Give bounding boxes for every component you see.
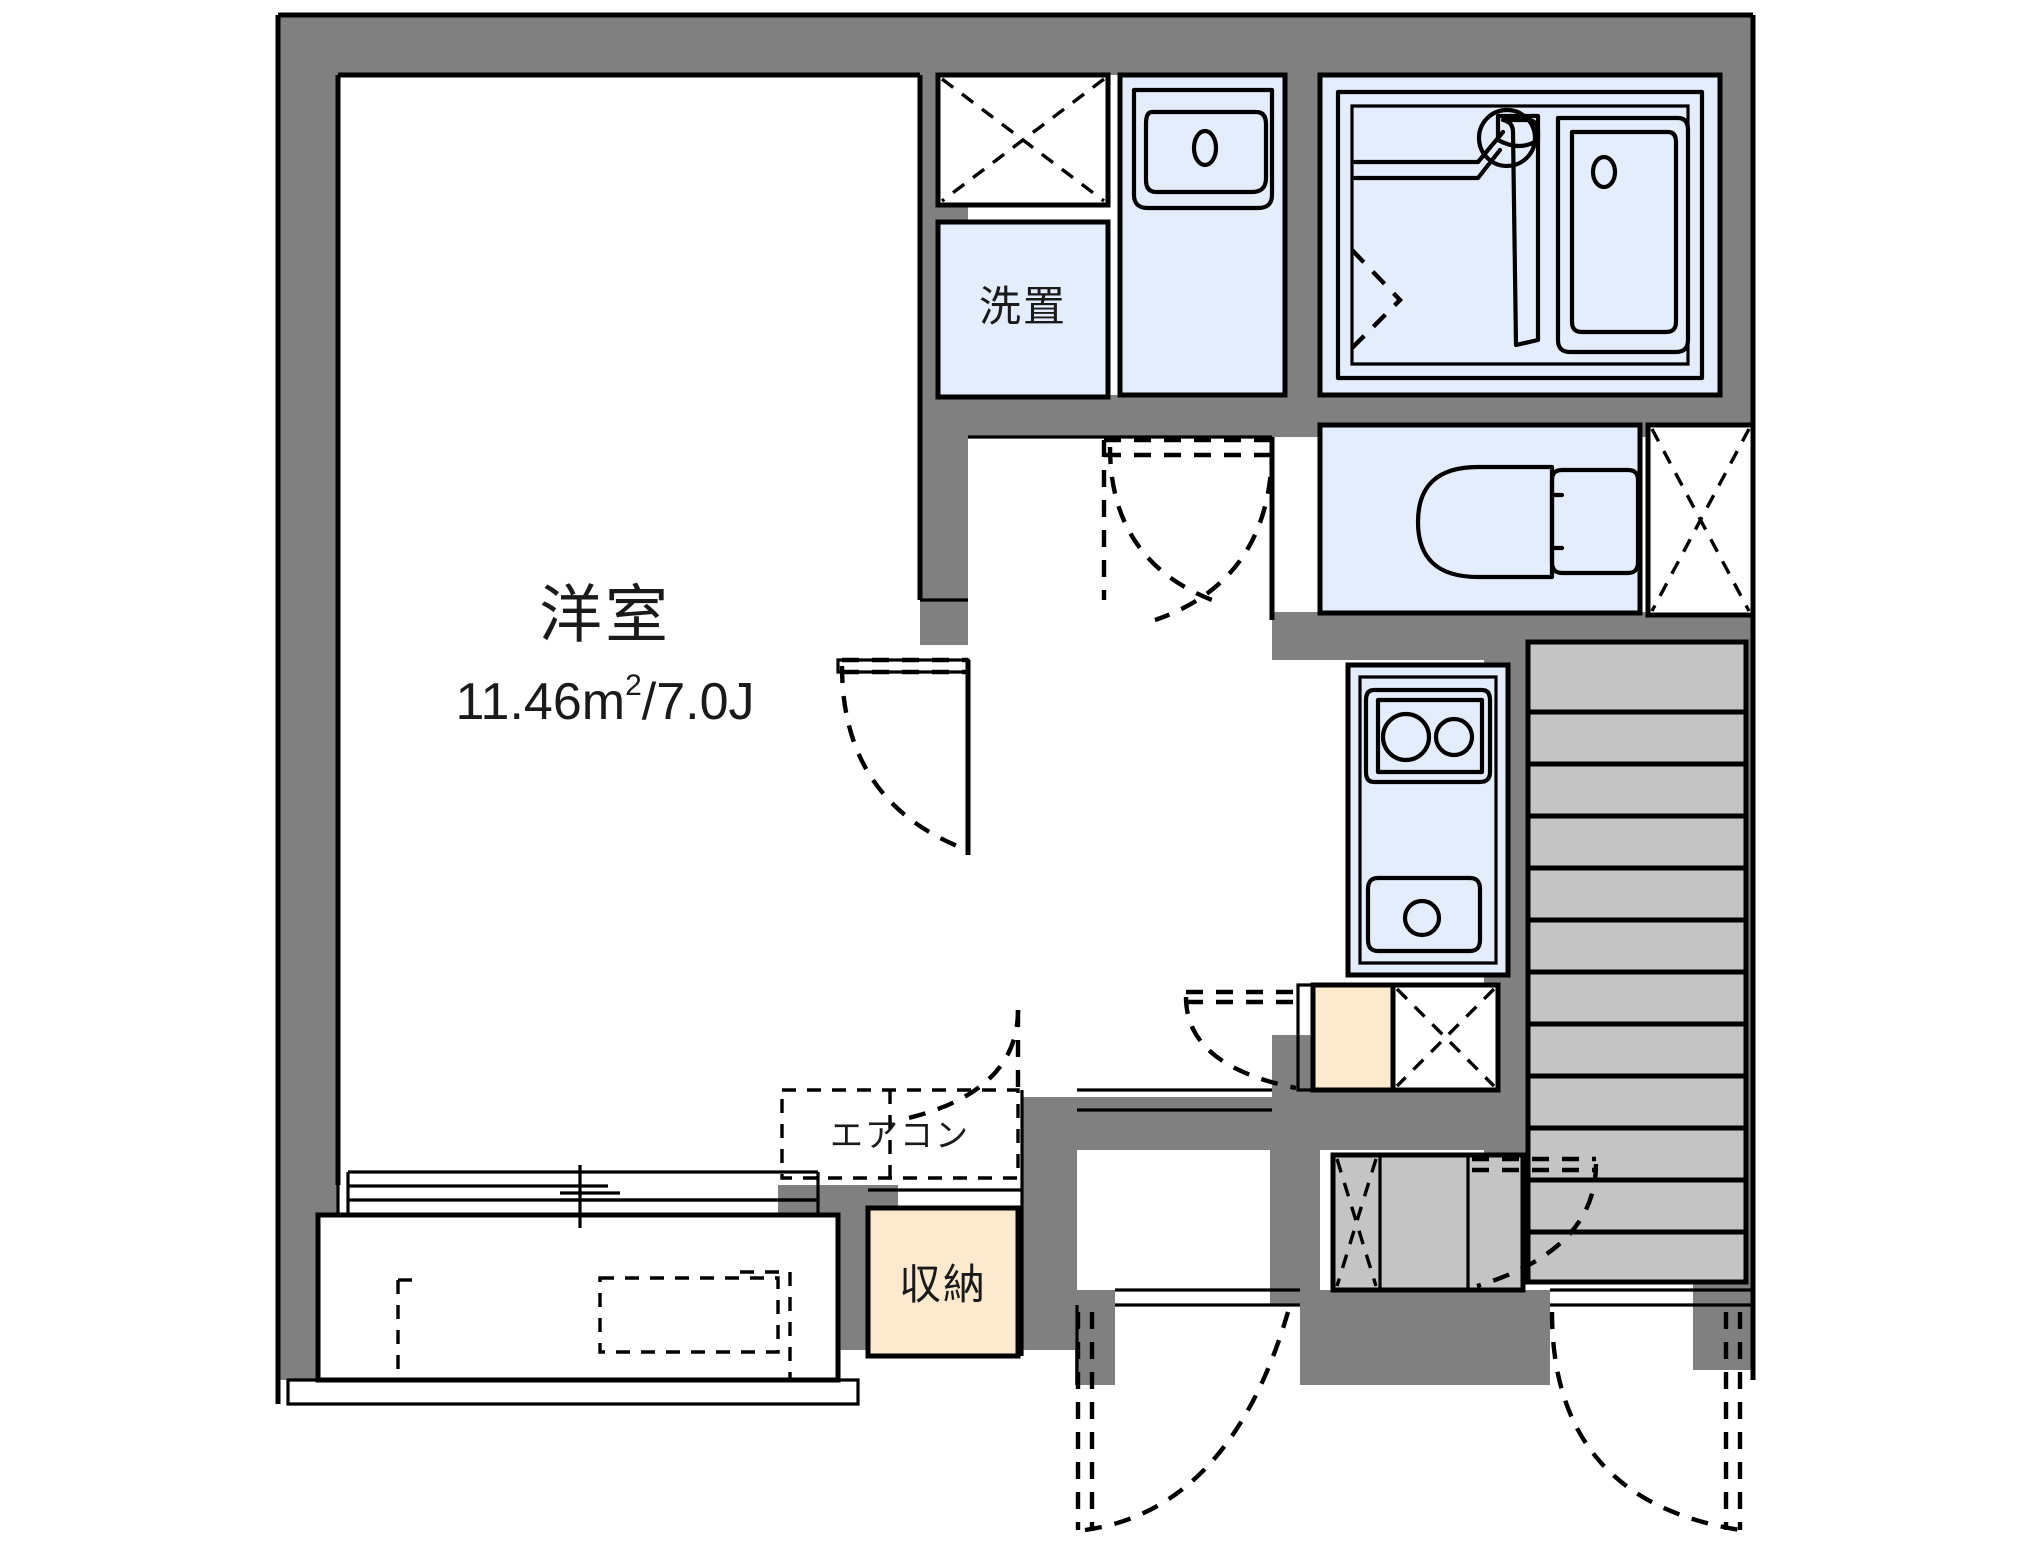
corridor-hallway: [968, 435, 1275, 1112]
room-main-western-style: [335, 72, 923, 1185]
area-unit-superscript: 2: [625, 669, 642, 702]
kitchen-sink-icon: [1365, 875, 1483, 954]
pipe-shaft-void-right: [1645, 422, 1756, 618]
shoe-cabinet: [1183, 982, 1406, 1093]
label-laundry: 洗置: [979, 283, 1067, 330]
pipe-shaft-void-top: [935, 72, 1111, 208]
room-kitchen: [1345, 662, 1511, 978]
label-main-room-area: 11.46m2/7.0J: [455, 669, 754, 731]
door-main-room: [836, 657, 971, 855]
aircon-unit: [780, 1009, 1021, 1180]
plan-labels: 洋室 11.46m2/7.0J 洗置 収納 エアコン: [455, 283, 1067, 1308]
label-storage: 収納: [899, 1261, 987, 1308]
staircase: [1525, 639, 1749, 1285]
room-toilet: [1317, 422, 1643, 616]
area-separator: /: [642, 673, 657, 731]
room-unit-bath: [1317, 72, 1723, 398]
gas-stove-icon: [1363, 687, 1493, 785]
bathtub-fixture: [1555, 115, 1691, 355]
room-washroom: [935, 72, 1288, 400]
room-storage-closet: [865, 1188, 1022, 1359]
balcony: [286, 1165, 860, 1406]
label-aircon: エアコン: [830, 1117, 970, 1154]
pipe-shaft-void-entrance: [1390, 982, 1501, 1093]
wall-outlines: [275, 12, 1756, 1404]
entrance-door-swings: [1075, 1311, 1743, 1533]
area-value: 11.46: [455, 673, 581, 731]
entrance-genkan: [1330, 1152, 1599, 1293]
area-tatami: 7.0J: [656, 673, 754, 731]
label-main-room-name: 洋室: [539, 581, 671, 651]
area-unit: m: [582, 673, 625, 731]
shower-fixture: [1352, 107, 1541, 348]
washbasin-fixture: [1131, 87, 1275, 211]
door-washroom: [1101, 437, 1275, 623]
toilet-fixture: [1415, 464, 1641, 580]
